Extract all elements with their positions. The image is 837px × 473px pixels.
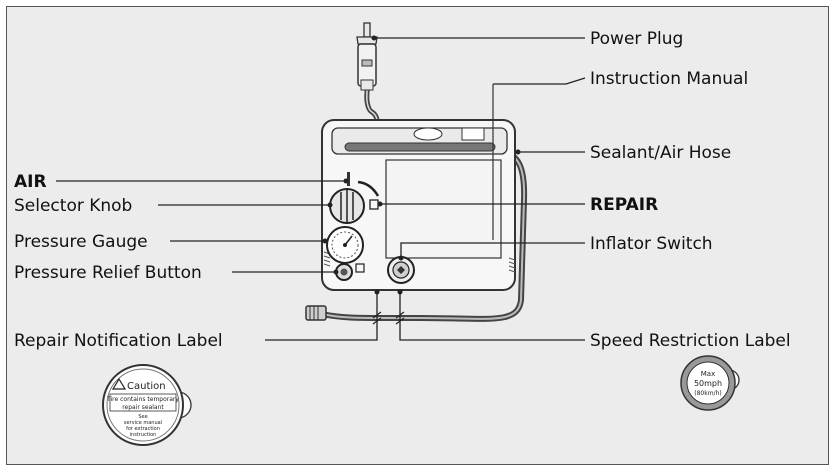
label-air: AIR bbox=[14, 172, 47, 192]
power-plug bbox=[356, 22, 378, 91]
caution-line-2: repair sealant bbox=[122, 404, 164, 411]
caution-heading: Caution bbox=[127, 381, 166, 392]
hose-nozzle bbox=[305, 305, 327, 321]
caution-line-4: service manual bbox=[124, 420, 162, 426]
pressure-gauge bbox=[326, 226, 364, 264]
speed-line-3: (80km/h) bbox=[694, 390, 721, 397]
speed-restriction-sticker: Max 50mph (80km/h) bbox=[680, 355, 740, 411]
compressor-body bbox=[321, 84, 516, 291]
label-speed-restriction: Speed Restriction Label bbox=[590, 331, 791, 351]
caution-line-3: See bbox=[138, 414, 147, 420]
label-sealant-air-hose: Sealant/Air Hose bbox=[590, 143, 731, 163]
speed-line-1: Max bbox=[701, 370, 715, 378]
label-repair: REPAIR bbox=[590, 195, 658, 215]
pressure-relief-button bbox=[335, 263, 365, 281]
label-repair-notification: Repair Notification Label bbox=[14, 331, 223, 351]
label-instruction-manual: Instruction Manual bbox=[590, 69, 748, 89]
selector-knob bbox=[329, 188, 365, 224]
caution-line-1: Tire contains temporary bbox=[106, 396, 179, 403]
label-power-plug: Power Plug bbox=[590, 29, 683, 49]
label-inflator-switch: Inflator Switch bbox=[590, 234, 713, 254]
warning-icon bbox=[111, 377, 127, 390]
label-pressure-gauge: Pressure Gauge bbox=[14, 232, 148, 252]
speed-line-2: 50mph bbox=[694, 379, 722, 388]
leader-lines bbox=[56, 35, 586, 341]
caution-line-6: instruction bbox=[130, 432, 157, 438]
repair-notification-sticker: Caution Tire contains temporary repair s… bbox=[102, 364, 192, 446]
label-pressure-relief-button: Pressure Relief Button bbox=[14, 263, 202, 283]
inflator-switch bbox=[387, 256, 415, 284]
instruction-manual bbox=[385, 159, 502, 259]
label-selector-knob: Selector Knob bbox=[14, 196, 132, 216]
caution-line-5: for extraction bbox=[126, 426, 160, 432]
